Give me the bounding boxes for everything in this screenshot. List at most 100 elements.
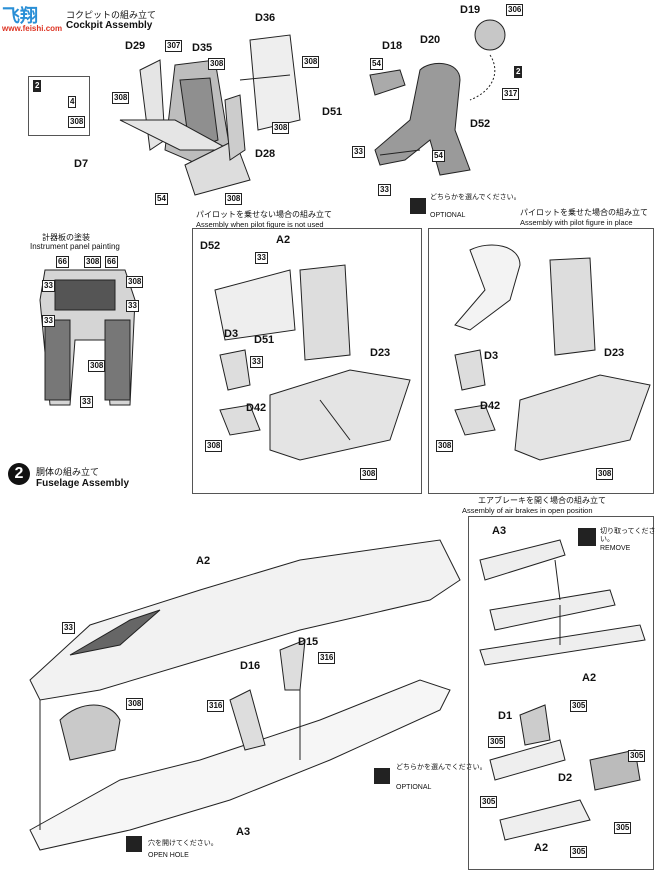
paint-callout: 66 [105,256,118,268]
part-label-a2: A2 [196,555,211,567]
remove-icon [578,528,596,546]
paint-callout: 33 [378,184,391,196]
paint-callout: 306 [506,4,524,16]
step1-title-jp: コクピットの組み立て [66,10,157,20]
part-label-d36: D36 [255,12,276,24]
part-label-d52: D52 [470,118,491,130]
step2-title-en: Fuselage Assembly [36,478,130,489]
part-label-a2: A2 [582,672,597,684]
option-pilot-panel [428,228,654,494]
paint-callout: 305 [614,822,632,834]
paint-callout: 308 [225,193,243,205]
paint-callout: 308 [68,116,86,128]
paint-callout: 316 [318,652,336,664]
paint-callout: 33 [42,315,55,327]
remove-en: REMOVE [600,545,631,552]
optional-note-jp: どちらかを選んでください。 [430,194,521,201]
airbrake-en: Assembly of air brakes in open position [462,506,593,515]
paint-callout: 308 [84,256,102,268]
optional-note-en: OPTIONAL [396,784,432,791]
instrument-panel-jp: 計器板の塗装 [42,233,90,242]
paint-callout: 308 [596,468,614,480]
part-label-d1: D1 [498,710,513,722]
paint-callout: 4 [68,96,77,108]
part-label-d23: D23 [604,347,625,359]
paint-callout: 54 [155,193,168,205]
paint-callout: 308 [88,360,106,372]
option-pilot-en: Assembly with pilot figure in place [520,218,633,227]
part-label-d35: D35 [192,42,213,54]
paint-callout: 308 [126,276,144,288]
part-label-d23: D23 [370,347,391,359]
paint-callout: 308 [126,698,144,710]
step2-title-jp: 胴体の組み立て [36,467,100,477]
part-label-d20: D20 [420,34,441,46]
paint-callout: 308 [272,122,290,134]
option-no-pilot-jp: パイロットを乗せない場合の組み立て [196,210,332,219]
optional-note-jp: どちらかを選んでください。 [396,764,487,771]
paint-callout: 308 [112,92,130,104]
part-label-d42: D42 [246,402,267,414]
part-label-d51: D51 [322,106,343,118]
paint-callout: 305 [480,796,498,808]
optional-icon [374,768,390,784]
part-label-d28: D28 [255,148,276,160]
paint-callout: 54 [432,150,445,162]
part-label-d3: D3 [224,328,239,340]
part-label-d2: D2 [558,772,573,784]
paint-callout: 316 [207,700,225,712]
part-label-a3: A3 [492,525,507,537]
paint-callout: 33 [352,146,365,158]
paint-callout: 54 [370,58,383,70]
watermark-url: www.feishi.com [2,24,63,33]
step2-number-badge: 2 [8,463,30,485]
paint-callout: 33 [250,356,263,368]
paint-callout: 308 [360,468,378,480]
step-ref-badge: 2 [33,80,42,92]
part-label-d51: D51 [254,334,275,346]
instrument-panel-en: Instrument panel painting [30,242,120,251]
paint-callout: 308 [302,56,320,68]
paint-callout: 33 [62,622,75,634]
step-ref-badge: 2 [514,66,523,78]
remove-jp: 切り取ってください。 [600,528,656,543]
open-hole-icon [126,836,142,852]
paint-callout: 305 [488,736,506,748]
part-label-d7: D7 [74,158,89,170]
option-pilot-jp: パイロットを乗せた場合の組み立て [520,208,648,217]
part-label-d42: D42 [480,400,501,412]
option-no-pilot-en: Assembly when pilot figure is not used [196,220,324,229]
paint-callout: 307 [165,40,183,52]
paint-callout: 317 [502,88,520,100]
paint-callout: 66 [56,256,69,268]
part-label-d16: D16 [240,660,261,672]
paint-callout: 33 [42,280,55,292]
paint-callout: 33 [255,252,268,264]
part-label-d15: D15 [298,636,319,648]
part-label-d29: D29 [125,40,146,52]
paint-callout: 33 [126,300,139,312]
step1-title-en: Cockpit Assembly [66,20,153,31]
part-label-d19: D19 [460,4,481,16]
detail-inset-box [28,76,90,136]
paint-callout: 308 [208,58,226,70]
option-no-pilot-panel [192,228,422,494]
paint-callout: 305 [570,700,588,712]
open-hole-jp: 穴を開けてください。 [148,840,218,847]
paint-callout: 305 [570,846,588,858]
airbrake-panel [468,516,654,870]
paint-callout: 308 [436,440,454,452]
paint-callout: 308 [205,440,223,452]
optional-icon [410,198,426,214]
part-label-a3: A3 [236,826,251,838]
paint-callout: 33 [80,396,93,408]
part-label-d3: D3 [484,350,499,362]
part-label-a2: A2 [534,842,549,854]
part-label-d52: D52 [200,240,221,252]
optional-note-en: OPTIONAL [430,212,466,219]
watermark-logo: 飞翔 [2,6,38,26]
part-label-d18: D18 [382,40,403,52]
airbrake-jp: エアブレーキを開く場合の組み立て [478,496,606,505]
part-label-a2: A2 [276,234,291,246]
